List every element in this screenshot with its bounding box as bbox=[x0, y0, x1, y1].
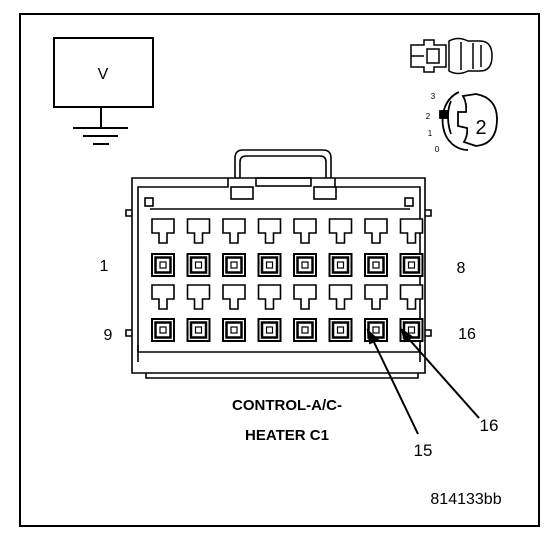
terminal-row2 bbox=[151, 318, 424, 342]
scale-mark-2: 2 bbox=[426, 112, 431, 121]
terminal-key-r2-4 bbox=[257, 284, 282, 310]
terminal-key-r2-5 bbox=[293, 284, 317, 310]
connector-mating-icon bbox=[410, 37, 493, 75]
callout-arrows bbox=[366, 327, 480, 435]
scale-mark-0: 0 bbox=[435, 145, 440, 154]
terminal-key-r2-8 bbox=[399, 284, 424, 310]
terminal-keys-row1 bbox=[151, 218, 424, 244]
terminal-cavity-12 bbox=[257, 318, 282, 342]
outer-frame bbox=[19, 13, 540, 527]
figure-id: 814133bb bbox=[430, 491, 501, 508]
terminal-key-r1-8 bbox=[399, 218, 424, 244]
terminal-cavity-14 bbox=[328, 318, 353, 342]
connector-name-line1: CONTROL-A/C- bbox=[232, 397, 342, 414]
terminal-key-r1-1 bbox=[151, 218, 175, 244]
scale-mark-1: 1 bbox=[428, 129, 433, 138]
terminal-view-icon bbox=[439, 91, 498, 151]
scale-mark-3: 3 bbox=[431, 92, 436, 101]
terminal-key-r1-4 bbox=[257, 218, 282, 244]
terminal-key-r1-2 bbox=[186, 218, 211, 244]
terminal-cavity-10 bbox=[186, 318, 211, 342]
view-badge: 2 bbox=[475, 117, 486, 139]
callout-16: 16 bbox=[480, 416, 499, 435]
terminal-key-r1-6 bbox=[328, 218, 353, 244]
terminal-cavity-6 bbox=[328, 253, 353, 277]
connector-housing bbox=[125, 149, 432, 379]
callout-15: 15 bbox=[414, 441, 433, 460]
terminal-cavity-7 bbox=[364, 253, 388, 277]
pin-label-16: 16 bbox=[458, 326, 476, 343]
terminal-key-r2-3 bbox=[222, 284, 246, 310]
terminal-row1 bbox=[151, 253, 424, 277]
pin-label-1: 1 bbox=[100, 258, 109, 275]
terminal-key-r1-3 bbox=[222, 218, 246, 244]
pin-label-8: 8 bbox=[457, 260, 466, 277]
terminal-cavity-3 bbox=[222, 253, 246, 277]
terminal-key-r1-5 bbox=[293, 218, 317, 244]
terminal-key-r2-1 bbox=[151, 284, 175, 310]
terminal-cavity-11 bbox=[222, 318, 246, 342]
terminal-cavity-2 bbox=[186, 253, 211, 277]
meter-label: V bbox=[98, 66, 109, 83]
voltmeter-ground-icon bbox=[53, 37, 154, 145]
terminal-cavity-5 bbox=[293, 253, 317, 277]
terminal-cavity-4 bbox=[257, 253, 282, 277]
terminal-key-r1-7 bbox=[364, 218, 388, 244]
connector-name-line2: HEATER C1 bbox=[245, 427, 329, 444]
terminal-key-r2-7 bbox=[364, 284, 388, 310]
terminal-cavity-1 bbox=[151, 253, 175, 277]
terminal-cavity-8 bbox=[399, 253, 424, 277]
terminal-key-r2-6 bbox=[328, 284, 353, 310]
terminal-key-r2-2 bbox=[186, 284, 211, 310]
terminal-cavity-13 bbox=[293, 318, 317, 342]
terminal-cavity-9 bbox=[151, 318, 175, 342]
pin-label-9: 9 bbox=[104, 327, 113, 344]
terminal-keys-row2 bbox=[151, 284, 424, 310]
